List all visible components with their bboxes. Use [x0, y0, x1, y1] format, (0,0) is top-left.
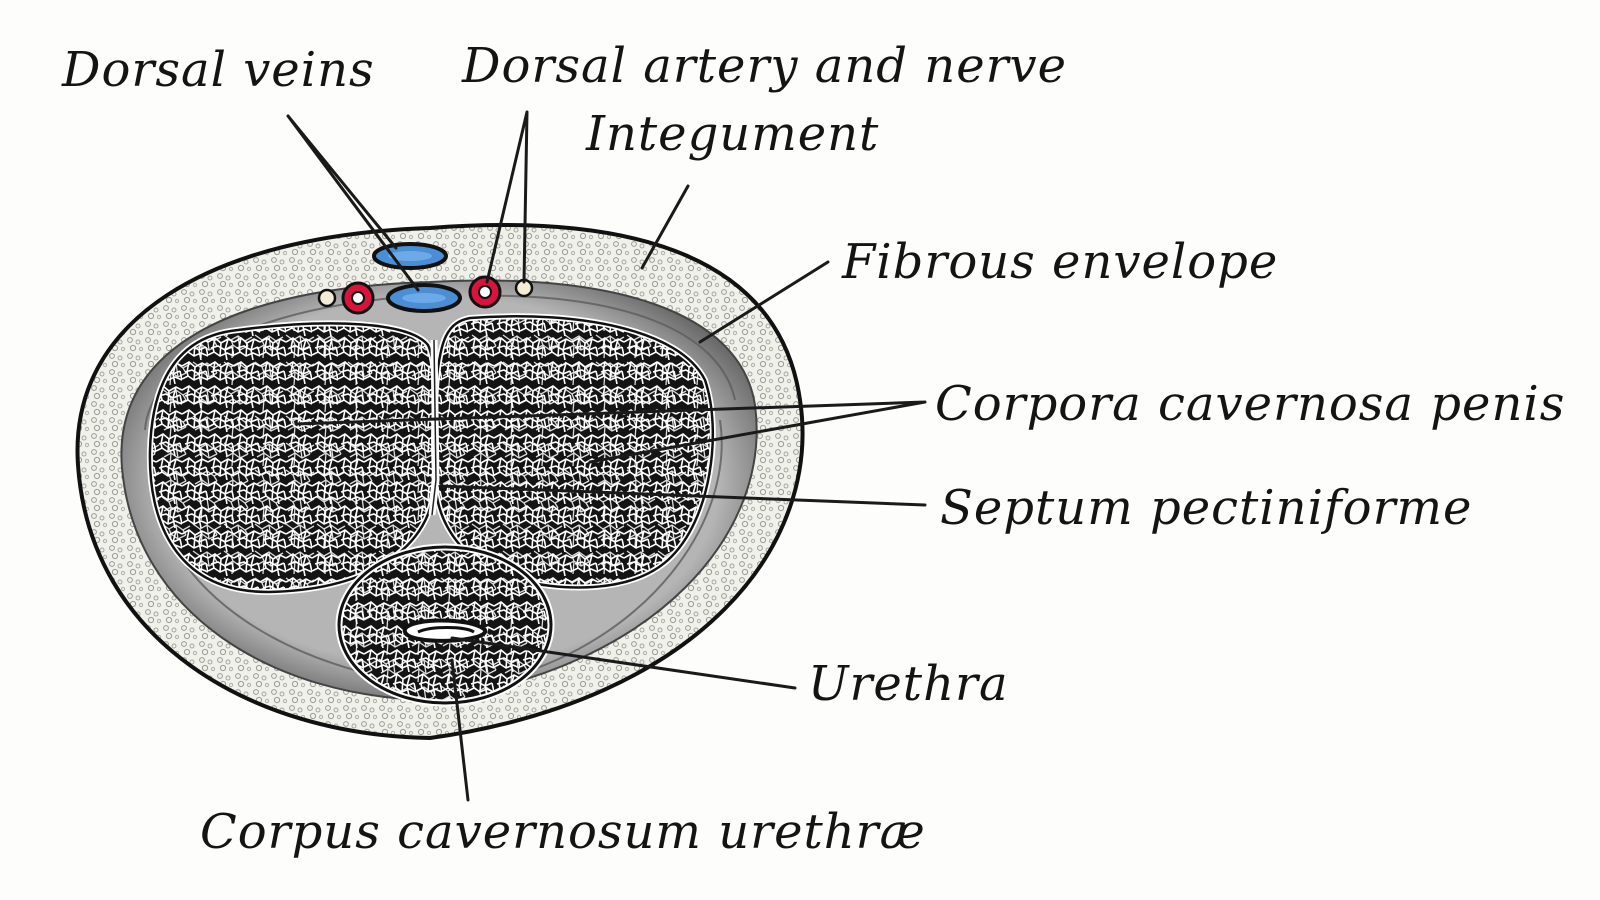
- leader-dorsal-artery-nerve: [485, 110, 529, 284]
- urethra-lumen: [402, 618, 487, 643]
- fibrous-envelope-striations: [144, 294, 736, 686]
- label-dorsal-veins: Dorsal veins: [61, 42, 375, 98]
- label-corpus-cavernosum-urethrae: Corpus cavernosum urethræ: [200, 804, 926, 860]
- label-dorsal-artery-and-nerve: Dorsal artery and nerve: [461, 38, 1067, 94]
- label-integument: Integument: [585, 106, 879, 162]
- label-fibrous-envelope: Fibrous envelope: [841, 234, 1278, 290]
- leader-urethra: [450, 636, 797, 690]
- leader-lines: [286, 110, 927, 802]
- label-corpora-cavernosa-penis: Corpora cavernosa penis: [935, 376, 1565, 432]
- leader-corpora-cavernosa: [294, 400, 927, 464]
- leader-septum: [438, 484, 927, 507]
- leader-fibrous-envelope: [698, 260, 830, 344]
- leader-corpus-urethrae: [450, 658, 470, 802]
- label-septum-pectiniforme: Septum pectiniforme: [940, 480, 1472, 536]
- leader-integument: [640, 184, 690, 270]
- label-urethra: Urethra: [808, 656, 1009, 712]
- leader-dorsal-veins: [286, 114, 420, 292]
- dorsal-nerve-left: [317, 288, 337, 308]
